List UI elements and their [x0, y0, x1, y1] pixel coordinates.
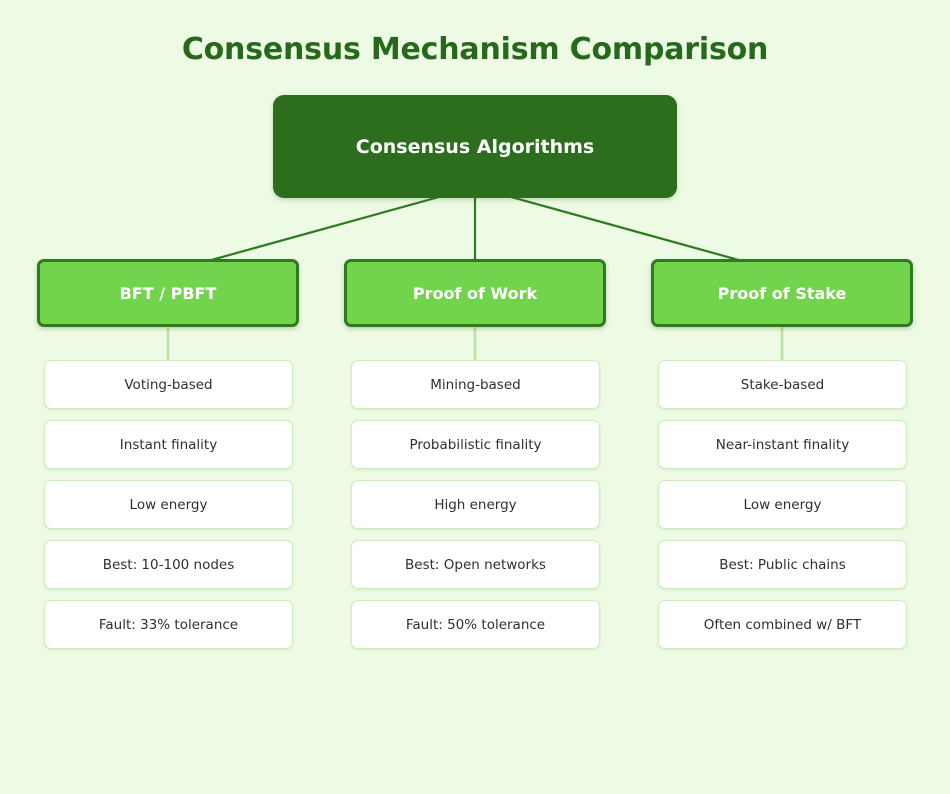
leaf-card[interactable]: Fault: 33% tolerance	[44, 600, 293, 649]
leaf-card[interactable]: Stake-based	[658, 360, 907, 409]
leaf-card[interactable]: Voting-based	[44, 360, 293, 409]
leaf-label: Instant finality	[119, 436, 218, 453]
branch-node-label: Proof of Work	[412, 283, 538, 303]
branch-node-label: BFT / PBFT	[119, 283, 217, 303]
branch-column-2: Proof of Stake Stake-based Near-instant …	[651, 259, 913, 660]
root-node-label: Consensus Algorithms	[355, 135, 595, 158]
leaf-label: Stake-based	[740, 376, 825, 393]
leaf-card[interactable]: Best: Open networks	[351, 540, 600, 589]
leaf-card[interactable]: Probabilistic finality	[351, 420, 600, 469]
leaf-list-2: Stake-based Near-instant finality Low en…	[651, 360, 913, 649]
root-node-consensus-algorithms[interactable]: Consensus Algorithms	[273, 95, 677, 198]
leaf-label: Fault: 50% tolerance	[405, 616, 546, 633]
leaf-card[interactable]: Mining-based	[351, 360, 600, 409]
leaf-list-1: Mining-based Probabilistic finality High…	[344, 360, 606, 649]
leaf-card[interactable]: Low energy	[658, 480, 907, 529]
branch-node-proof-of-work[interactable]: Proof of Work	[344, 259, 606, 327]
branch-node-proof-of-stake[interactable]: Proof of Stake	[651, 259, 913, 327]
leaf-label: Mining-based	[430, 376, 521, 393]
leaf-card[interactable]: Best: 10-100 nodes	[44, 540, 293, 589]
leaf-label: Voting-based	[124, 376, 213, 393]
leaf-card[interactable]: Best: Public chains	[658, 540, 907, 589]
leaf-label: Low energy	[129, 496, 208, 513]
leaf-card[interactable]: Low energy	[44, 480, 293, 529]
leaf-card[interactable]: Near-instant finality	[658, 420, 907, 469]
leaf-label: Best: Open networks	[405, 556, 546, 573]
leaf-label: Probabilistic finality	[409, 436, 542, 453]
leaf-card[interactable]: Instant finality	[44, 420, 293, 469]
leaf-label: High energy	[434, 496, 517, 513]
branch-node-bft-pbft[interactable]: BFT / PBFT	[37, 259, 299, 327]
leaf-label: Low energy	[743, 496, 822, 513]
leaf-label: Fault: 33% tolerance	[98, 616, 239, 633]
branch-column-0: BFT / PBFT Voting-based Instant finality…	[37, 259, 299, 660]
leaf-list-0: Voting-based Instant finality Low energy…	[37, 360, 299, 649]
leaf-label: Best: 10-100 nodes	[102, 556, 235, 573]
leaf-card[interactable]: Often combined w/ BFT	[658, 600, 907, 649]
page-title: Consensus Mechanism Comparison	[181, 32, 769, 67]
leaf-card[interactable]: High energy	[351, 480, 600, 529]
leaf-label: Often combined w/ BFT	[703, 616, 862, 633]
leaf-label: Near-instant finality	[715, 436, 850, 453]
branch-node-label: Proof of Stake	[717, 283, 847, 303]
leaf-card[interactable]: Fault: 50% tolerance	[351, 600, 600, 649]
leaf-label: Best: Public chains	[719, 556, 846, 573]
branch-column-1: Proof of Work Mining-based Probabilistic…	[344, 259, 606, 660]
